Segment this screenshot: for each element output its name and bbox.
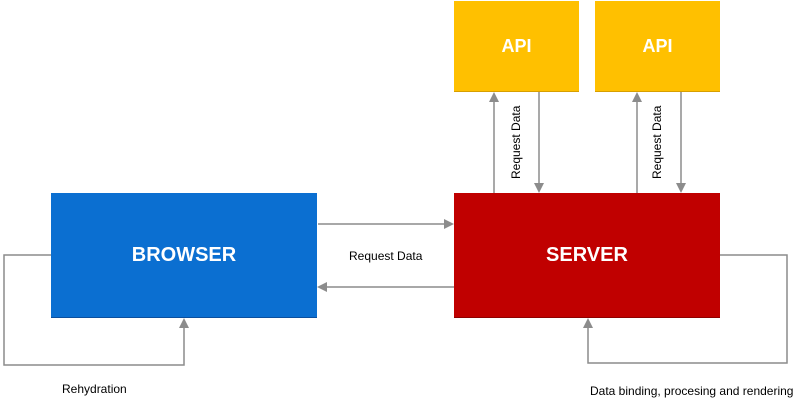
- request-data-label-api-2: Request Data: [650, 105, 664, 179]
- rehydration-label: Rehydration: [62, 382, 127, 396]
- server-node: SERVER: [454, 193, 720, 318]
- request-data-label: Request Data: [349, 249, 423, 263]
- request-data-label-api-1: Request Data: [509, 105, 523, 179]
- api-node-1: API: [454, 1, 579, 92]
- arrow-rehydration-loop: [3, 254, 189, 366]
- arrow-server-processing-loop: [583, 254, 788, 364]
- browser-node: BROWSER: [51, 193, 317, 318]
- server-processing-label: Data binding, procesing and rendering: [590, 384, 794, 398]
- api-node-2: API: [595, 1, 720, 92]
